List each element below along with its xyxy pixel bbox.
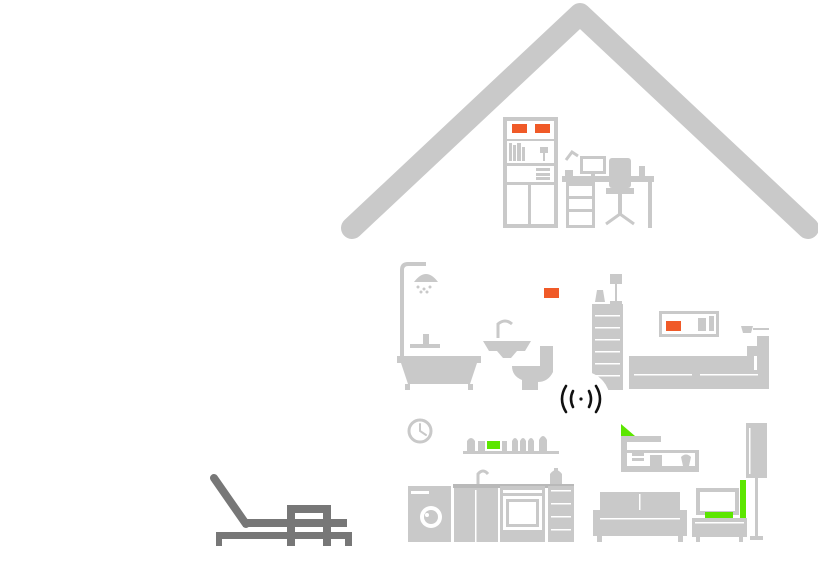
tv-side-device[interactable] [705,512,733,518]
bedroom [592,274,769,390]
living-room [593,423,767,542]
tv-icon [692,488,747,542]
attic-study [503,117,654,228]
attic-shelf-device-left[interactable] [510,122,529,135]
bathtub-icon [397,334,481,390]
attic-shelf-device-right[interactable] [533,122,552,135]
bedroom-shelf-device[interactable] [664,319,683,333]
washing-machine-icon [408,486,451,542]
wifi-hub[interactable] [552,371,610,429]
speaker-device[interactable] [740,480,746,518]
wifi-hub-center-dot [579,397,583,401]
wifi-hub-icon [560,384,602,414]
roof-icon [341,3,818,239]
bathroom [397,262,561,390]
kitchen-counter-icon [453,468,574,542]
shower-icon [400,262,438,360]
bed-icon [629,326,769,389]
sink-icon [483,319,531,358]
spice-shelf-icon [463,436,559,454]
desk-icon [562,149,654,228]
floor-speaker-icon [746,423,767,540]
clock-icon [407,418,433,444]
bathroom-wall-device[interactable] [542,286,561,300]
sofa-icon [593,492,687,542]
kitchen-shelf-device[interactable] [485,439,502,451]
toilet-icon [512,346,553,390]
living-room-shelf-device[interactable] [621,424,635,436]
sun-lounger-icon [210,474,352,546]
dresser-icon [592,274,623,390]
living-wall-shelf-icon [621,436,699,472]
kitchen [407,418,574,542]
